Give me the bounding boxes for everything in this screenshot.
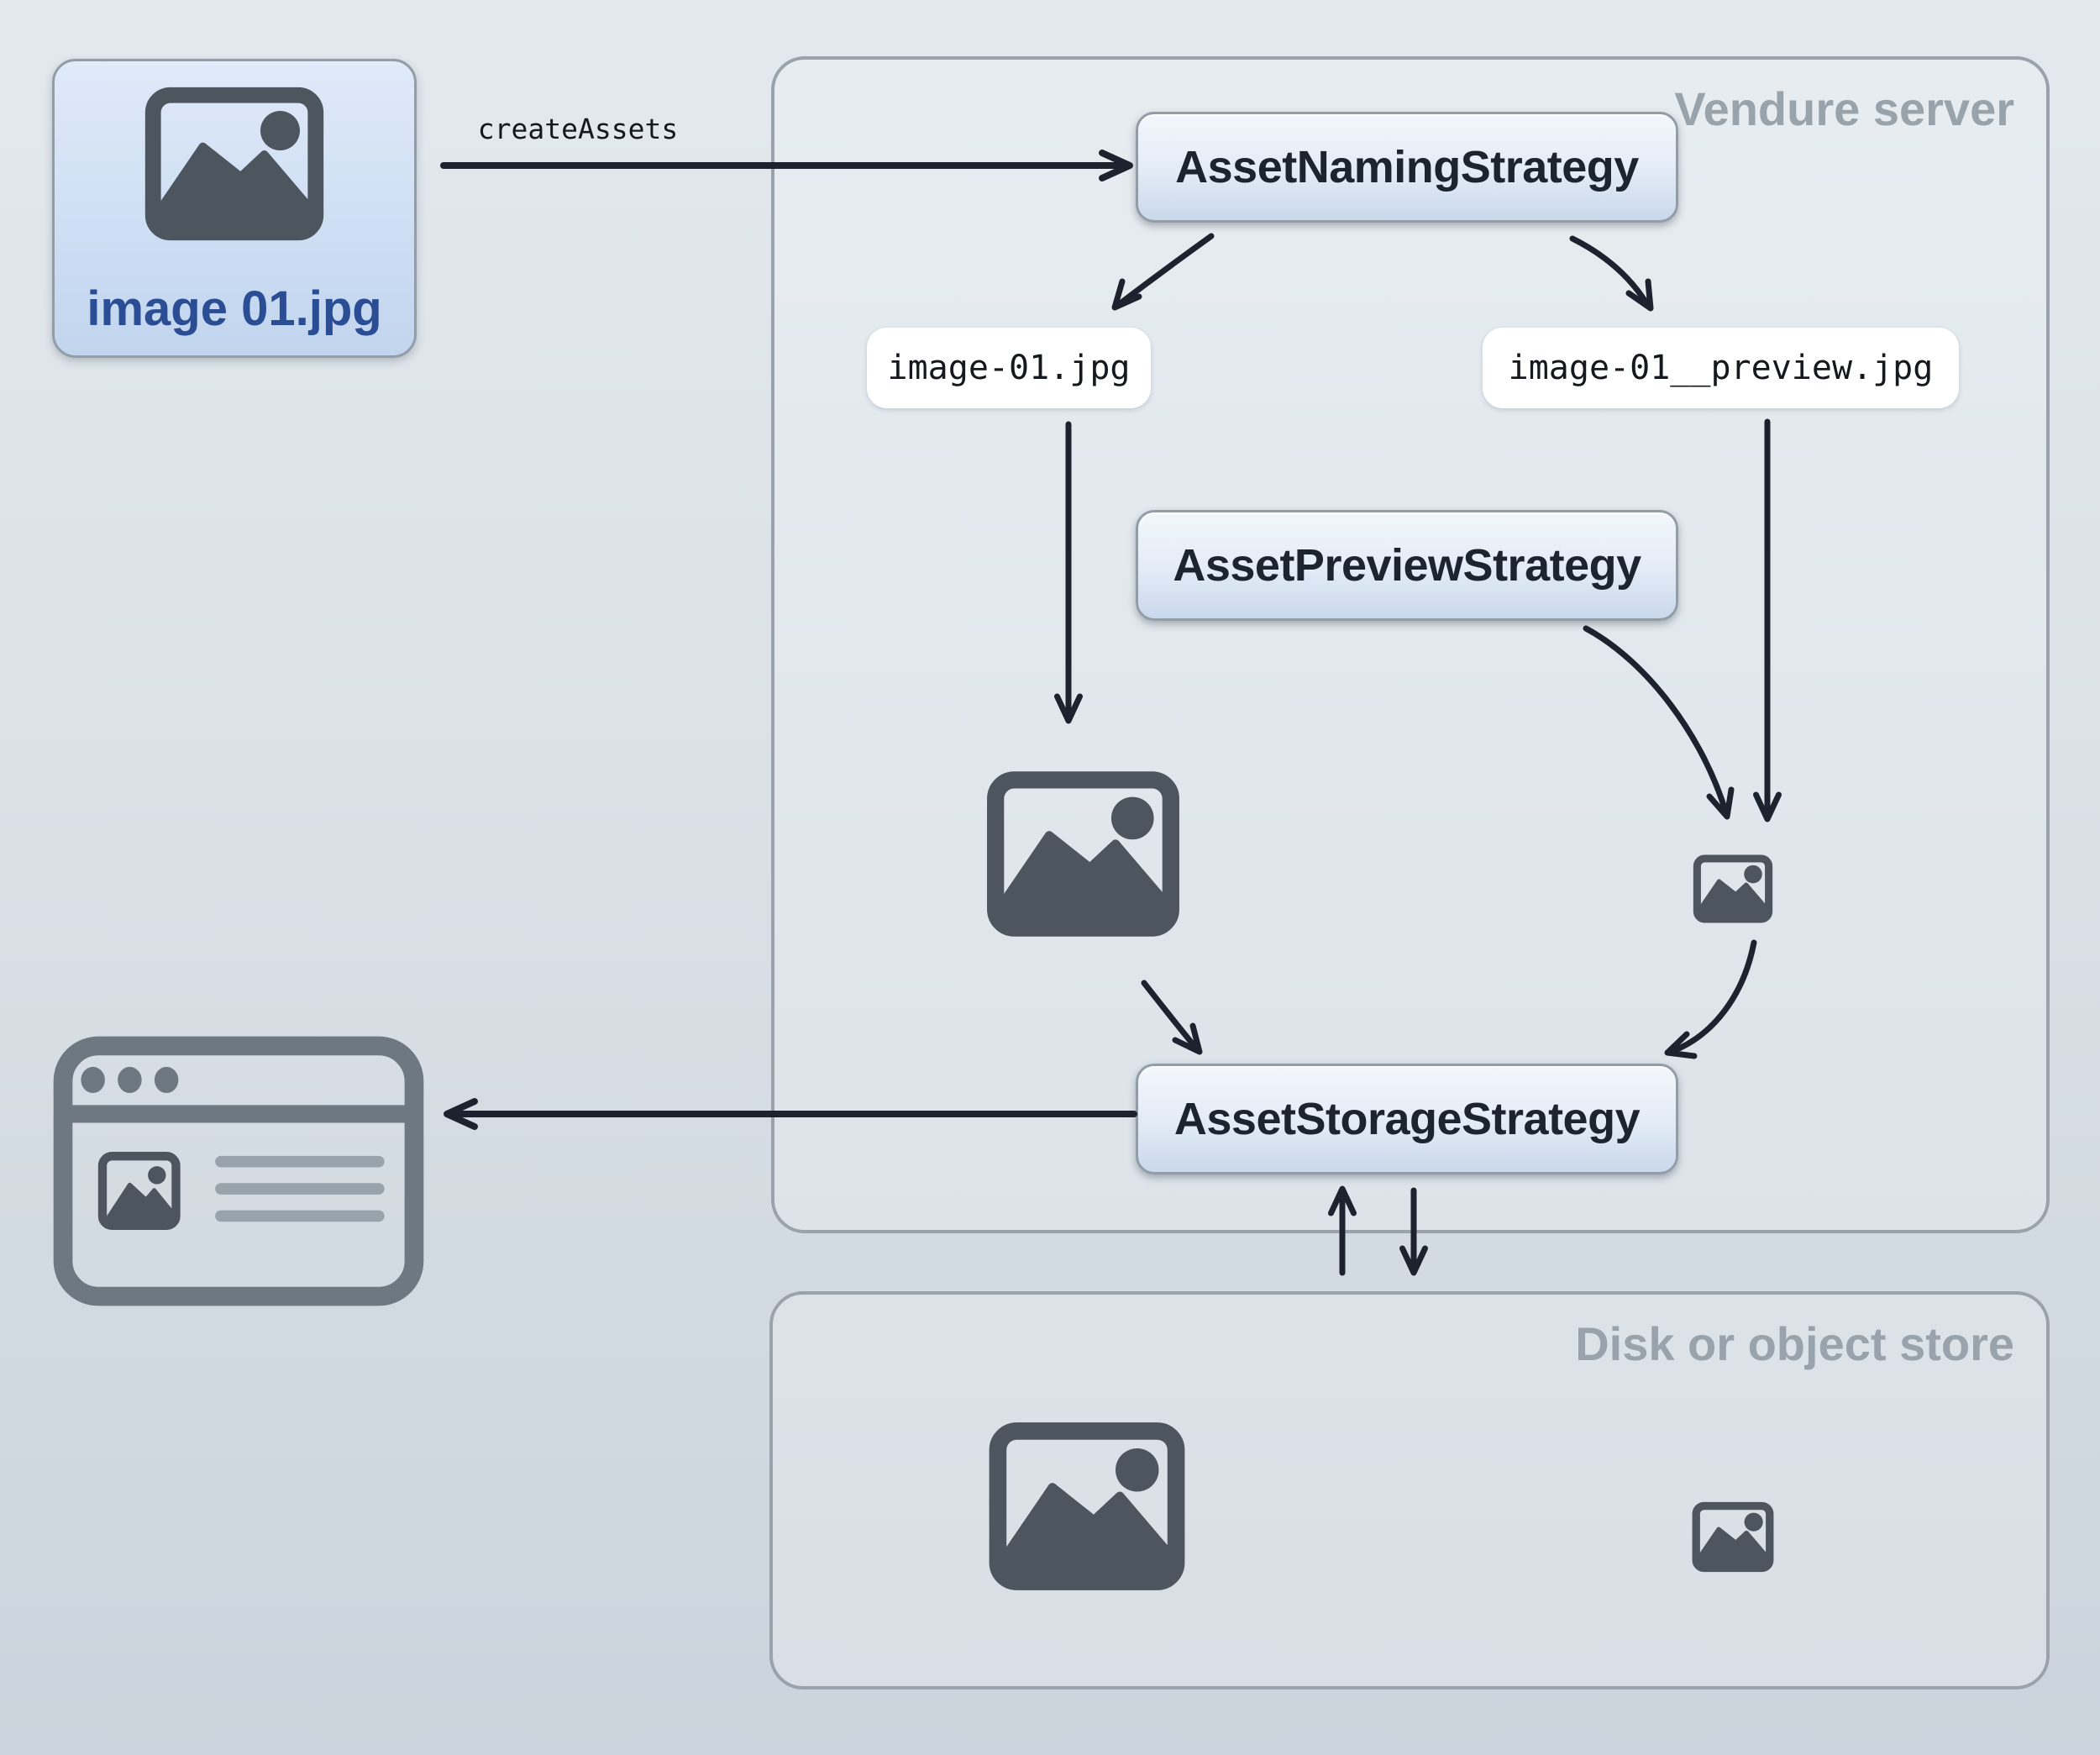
preview-filename-chip: image-01__preview.jpg <box>1483 328 1959 408</box>
image-placeholder-icon <box>143 85 326 243</box>
source-image-icon <box>984 769 1182 939</box>
original-filename-text: image-01.jpg <box>887 349 1131 387</box>
asset-naming-strategy-box: AssetNamingStrategy <box>1136 112 1678 223</box>
create-assets-arrow-label: createAssets <box>477 113 679 145</box>
original-filename-chip: image-01.jpg <box>867 328 1151 408</box>
preview-filename-text: image-01__preview.jpg <box>1508 349 1934 387</box>
asset-preview-strategy-label: AssetPreviewStrategy <box>1173 540 1641 591</box>
vendure-server-container: Vendure server <box>771 56 2050 1233</box>
browser-text-lines <box>215 1155 385 1222</box>
browser-window-icon <box>52 1035 425 1307</box>
preview-image-icon <box>1693 853 1773 925</box>
disk-store-container: Disk or object store <box>769 1291 2050 1689</box>
browser-image-thumb-icon <box>97 1151 181 1230</box>
asset-storage-strategy-box: AssetStorageStrategy <box>1136 1064 1678 1174</box>
uploaded-file-name: image 01.jpg <box>87 281 382 336</box>
stored-preview-icon <box>1691 1501 1775 1573</box>
uploaded-file-card: image 01.jpg <box>52 59 417 358</box>
disk-store-title: Disk or object store <box>1575 1317 2014 1370</box>
asset-storage-strategy-label: AssetStorageStrategy <box>1173 1094 1641 1144</box>
vendure-server-title: Vendure server <box>1674 82 2014 135</box>
asset-naming-strategy-label: AssetNamingStrategy <box>1175 142 1639 192</box>
stored-image-icon <box>986 1420 1188 1593</box>
asset-preview-strategy-box: AssetPreviewStrategy <box>1136 510 1678 621</box>
